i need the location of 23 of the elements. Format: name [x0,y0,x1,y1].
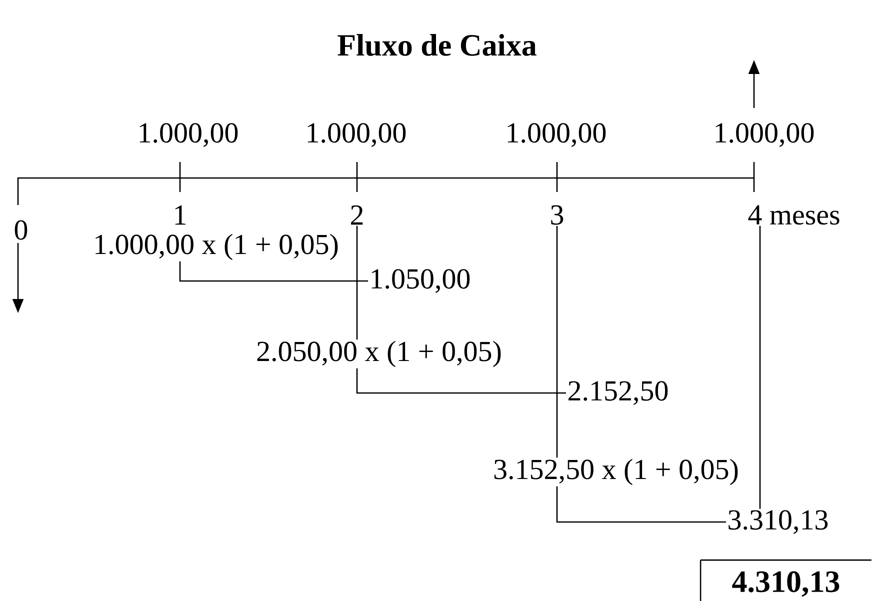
connector-line [759,226,761,509]
result-box: 4.310,13 [700,559,872,601]
period-label: 3 [548,204,566,226]
amount-label: 1.000,00 [508,123,606,147]
connector-line [556,226,558,458]
amount-label: 1.000,00 [140,123,238,147]
connector-line [356,226,358,340]
connector-line [356,368,566,394]
period-label: 2 [348,204,366,226]
value-text: 3.310,13 [726,509,830,535]
amount-label: 1.000,00 [716,123,814,147]
period-label: 0 [14,220,28,240]
connector-line [556,486,726,523]
formula-text: 3.152,50 x (1 + 0,05) [492,458,740,486]
connector-line [179,261,368,282]
formula-text: 1.000,00 x (1 + 0,05) [92,232,340,262]
period-label: 1 [172,204,188,226]
value-text: 2.152,50 [566,380,670,406]
value-text: 1.050,00 [368,268,472,294]
title: Fluxo de Caixa [338,34,536,56]
amount-label: 1.000,00 [308,123,406,147]
formula-text: 2.050,00 x (1 + 0,05) [255,340,503,368]
period-label: 4 meses [746,204,842,226]
